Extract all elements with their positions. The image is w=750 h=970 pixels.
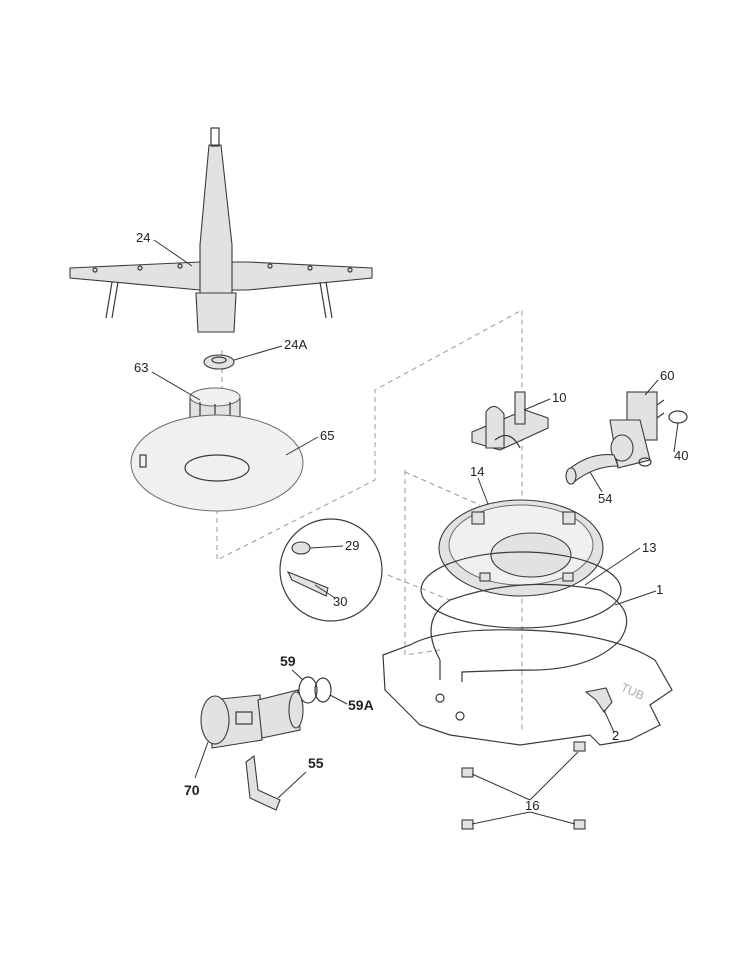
leader-lines — [151, 239, 679, 825]
o-rings — [298, 676, 332, 704]
inlet-hose — [565, 454, 619, 485]
callout-65: 65 — [320, 428, 334, 443]
drain-motor — [200, 689, 304, 749]
callout-60: 60 — [660, 368, 674, 383]
callout-55: 55 — [308, 755, 324, 771]
callout-29: 29 — [345, 538, 359, 553]
vent-bracket — [471, 391, 549, 451]
callout-24: 24 — [136, 230, 150, 245]
callout-59: 59 — [280, 653, 296, 669]
tub-outline: TUB — [382, 629, 673, 746]
leveling-brackets — [461, 741, 586, 830]
assembly-guide-lines — [216, 309, 523, 730]
callout-54: 54 — [598, 491, 612, 506]
callout-14: 14 — [470, 464, 484, 479]
hose-clamp — [668, 410, 688, 424]
callout-2: 2 — [612, 728, 619, 743]
motor-clip — [245, 754, 281, 811]
callout-10: 10 — [552, 390, 566, 405]
tub-label: TUB — [619, 680, 647, 703]
inlet-valve — [609, 391, 665, 469]
callout-13: 13 — [642, 540, 656, 555]
callout-16: 16 — [525, 798, 539, 813]
sump-gasket — [420, 551, 622, 629]
hose-clamp-2 — [638, 457, 652, 467]
lower-spray-arm — [69, 127, 373, 333]
spray-arm-seal — [203, 354, 235, 370]
element-bracket — [584, 687, 613, 713]
callout-59a: 59A — [348, 697, 374, 713]
filter-screen — [130, 414, 304, 512]
inset-detail — [279, 518, 383, 622]
sump-base — [438, 499, 604, 597]
callout-70: 70 — [184, 782, 200, 798]
callout-63: 63 — [134, 360, 148, 375]
callout-30: 30 — [333, 594, 347, 609]
callout-labels: 24 24A 63 65 10 60 40 54 14 13 1 29 30 5… — [134, 230, 688, 813]
callout-24a: 24A — [284, 337, 307, 352]
callout-40: 40 — [674, 448, 688, 463]
heating-element — [430, 583, 628, 721]
callout-1: 1 — [656, 582, 663, 597]
